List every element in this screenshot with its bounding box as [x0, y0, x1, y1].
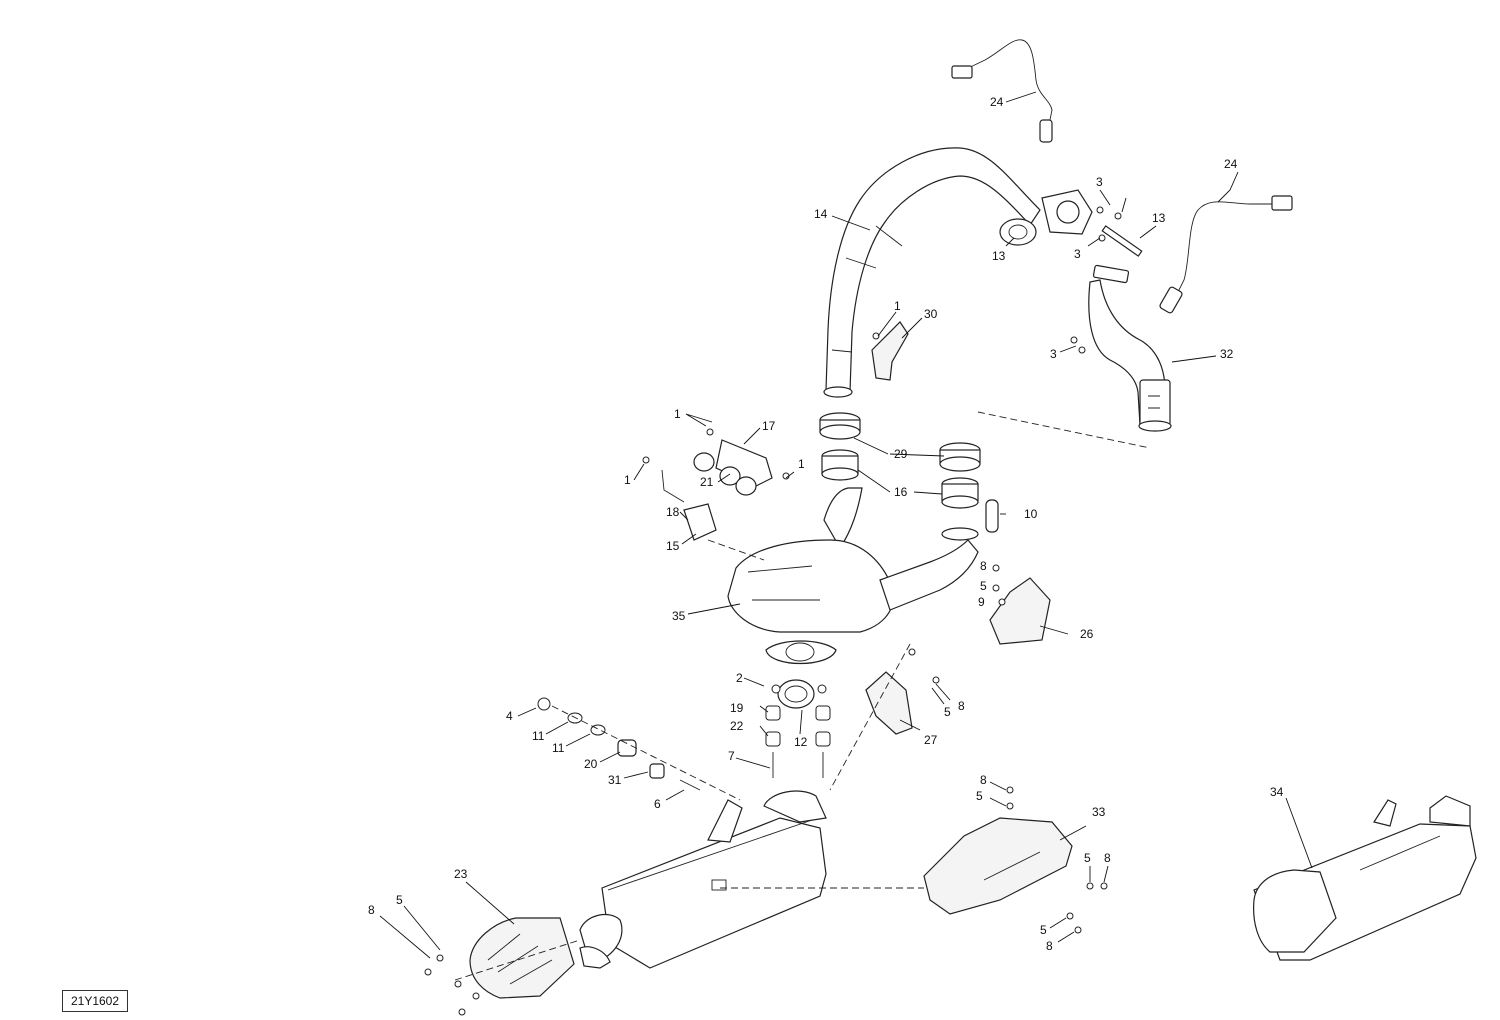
muffler	[579, 790, 827, 969]
callout-6: 6	[654, 797, 661, 811]
heat-shield-30	[871, 321, 909, 381]
bracket-17	[693, 439, 773, 496]
callout-5-f: 5	[396, 893, 403, 907]
callout-24-top: 24	[990, 95, 1004, 109]
callout-5-c: 5	[976, 789, 983, 803]
callout-15: 15	[666, 539, 680, 553]
callout-7: 7	[728, 749, 735, 763]
callout-10: 10	[1024, 507, 1038, 521]
callout-18: 18	[666, 505, 680, 519]
callout-24-right: 24	[1224, 157, 1238, 171]
callout-27: 27	[924, 733, 938, 747]
oxygen-sensor-right	[1159, 195, 1293, 314]
heat-shield-33	[923, 817, 1073, 915]
callout-26: 26	[1080, 627, 1094, 641]
mounting-hardware	[537, 697, 741, 801]
callout-5-d: 5	[1084, 851, 1091, 865]
callout-3-c: 3	[1050, 347, 1057, 361]
callout-13-b: 13	[992, 249, 1006, 263]
callout-1-a: 1	[894, 299, 901, 313]
diagram-reference-code: 21Y1602	[62, 990, 128, 1012]
callout-8-e: 8	[1046, 939, 1053, 953]
callout-29: 29	[894, 447, 908, 461]
rubber-mount-15	[683, 503, 717, 541]
muffler-assembly-34	[1253, 795, 1477, 961]
callout-31: 31	[608, 773, 622, 787]
collector-35	[727, 487, 979, 665]
header-pipe	[823, 147, 1093, 398]
rear-pipe	[1088, 225, 1172, 432]
callout-8-f: 8	[368, 903, 375, 917]
callout-33: 33	[1092, 805, 1106, 819]
callout-12: 12	[794, 735, 808, 749]
callout-8-c: 8	[980, 773, 987, 787]
callout-19: 19	[730, 701, 744, 715]
callout-34: 34	[1270, 785, 1284, 799]
callout-11-a: 11	[532, 729, 545, 743]
end-cap-23	[469, 917, 575, 999]
callout-16: 16	[894, 485, 908, 499]
callout-5-a: 5	[980, 579, 987, 593]
callout-22: 22	[730, 719, 744, 733]
callout-23: 23	[454, 867, 468, 881]
callout-8-b: 8	[958, 699, 965, 713]
callout-17: 17	[762, 419, 776, 433]
callout-21: 21	[700, 475, 714, 489]
heat-shield-27	[865, 671, 913, 735]
callout-3-a: 3	[1096, 175, 1103, 189]
leader-lines	[379, 91, 1313, 959]
callout-8-d: 8	[1104, 851, 1111, 865]
callout-14: 14	[814, 207, 828, 221]
callout-20: 20	[584, 757, 598, 771]
callout-11-b: 11	[552, 741, 565, 755]
callout-9: 9	[978, 595, 985, 609]
heat-shield-26	[989, 577, 1051, 645]
callout-13-a: 13	[1152, 211, 1166, 225]
callout-35: 35	[672, 609, 686, 623]
callout-1-d: 1	[798, 457, 805, 471]
clamps-and-sleeves	[819, 412, 981, 509]
callout-1-b: 1	[674, 407, 681, 421]
callout-1-c: 1	[624, 473, 631, 487]
bracket-18	[661, 469, 685, 503]
callout-8-a: 8	[980, 559, 987, 573]
assembly-lines	[454, 411, 1151, 981]
callout-32: 32	[1220, 347, 1234, 361]
callout-4: 4	[506, 709, 513, 723]
gasket-12	[777, 679, 815, 709]
callout-3-b: 3	[1074, 247, 1081, 261]
callout-5-e: 5	[1040, 923, 1047, 937]
callout-30: 30	[924, 307, 938, 321]
callout-2: 2	[736, 671, 743, 685]
fasteners-lower	[765, 684, 831, 778]
oxygen-sensor-top	[951, 39, 1053, 143]
small-fasteners	[424, 206, 1122, 1016]
callout-5-b: 5	[944, 705, 951, 719]
spring-10	[985, 499, 999, 533]
callout-labels: 24 24 3 3 3 13 13 14 1 30 32 1 17 1 1 21…	[368, 95, 1284, 953]
